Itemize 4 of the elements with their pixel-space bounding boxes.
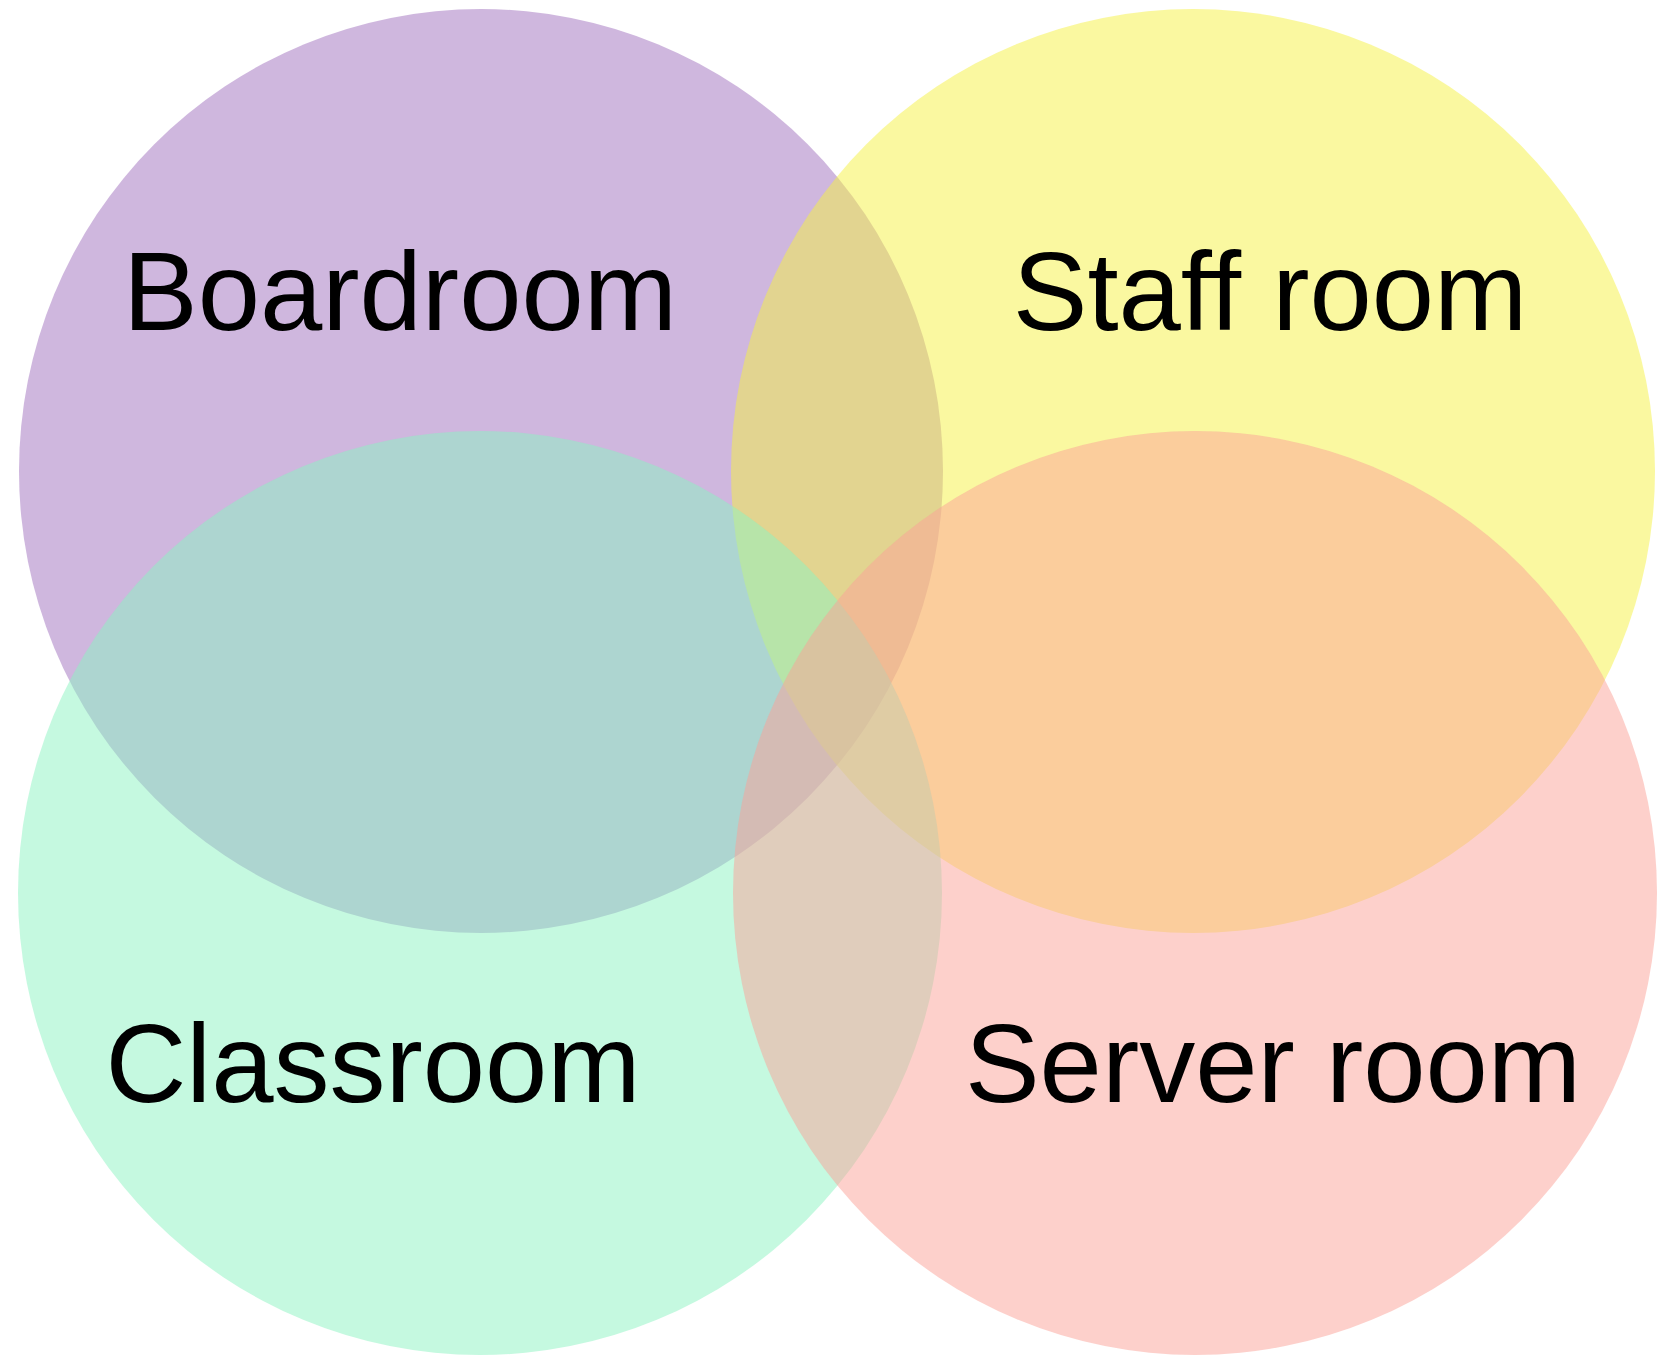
circle-label: Server room [964,1008,1582,1120]
circle-label: Boardroom [123,236,677,348]
circle-label: Classroom [105,1008,641,1120]
circle-label: Staff room [1012,236,1528,348]
